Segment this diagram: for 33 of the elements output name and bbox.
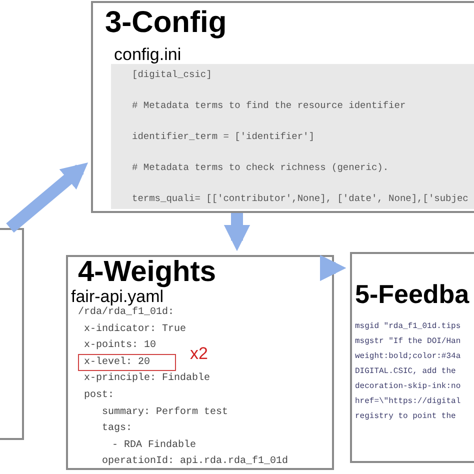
code-line: DIGITAL.CSIC, add the — [355, 367, 456, 377]
panel-box — [350, 252, 474, 463]
code-line: identifier_term = ['identifier'] — [132, 131, 314, 143]
code-line: terms_quali= [['contributor',None], ['date', None],['subjec — [132, 193, 468, 205]
code-line: msgstr "If the DOI/Han — [355, 337, 461, 347]
code-line: weight:bold;color:#34a — [355, 352, 461, 362]
file-name: fair-api.yaml — [71, 287, 164, 306]
multiplier-label: x2 — [190, 344, 208, 364]
code-line: # Metadata terms to find the resource identifier — [132, 100, 406, 112]
code-line: x-points: 10 — [84, 340, 156, 352]
code-line: [digital_csic] — [132, 69, 212, 81]
file-name: config.ini — [114, 45, 182, 65]
block-arrow — [320, 254, 346, 282]
code-line: decoration-skip-ink:no — [355, 382, 461, 392]
code-line: tags: — [102, 423, 132, 434]
code-line: summary: Perform test — [102, 406, 228, 418]
panel-box — [66, 255, 334, 470]
code-line: - RDA Findable — [112, 440, 196, 451]
panel-title: 4-Weights — [78, 255, 216, 289]
code-line: post: — [84, 390, 114, 401]
code-line: msgid "rda_f1_01d.tips — [355, 322, 461, 332]
block-arrow — [6, 162, 88, 233]
code-line: # Metadata terms to check richness (generic). — [132, 162, 389, 174]
panel-title: 5-Feedba — [355, 278, 470, 310]
code-line: registry to point the — [355, 412, 456, 422]
code-line: /rda/rda_f1_01d: — [78, 307, 174, 318]
block-arrow — [224, 213, 250, 252]
code-line: x-principle: Findable — [84, 373, 210, 384]
code-line: x-indicator: True — [84, 324, 186, 335]
code-line: href=\"https://digital — [355, 397, 461, 407]
panel-box — [91, 1, 474, 213]
code-line: operationId: api.rda.rda_f1_01d — [102, 456, 288, 468]
panel-title: 3-Config — [105, 5, 227, 41]
